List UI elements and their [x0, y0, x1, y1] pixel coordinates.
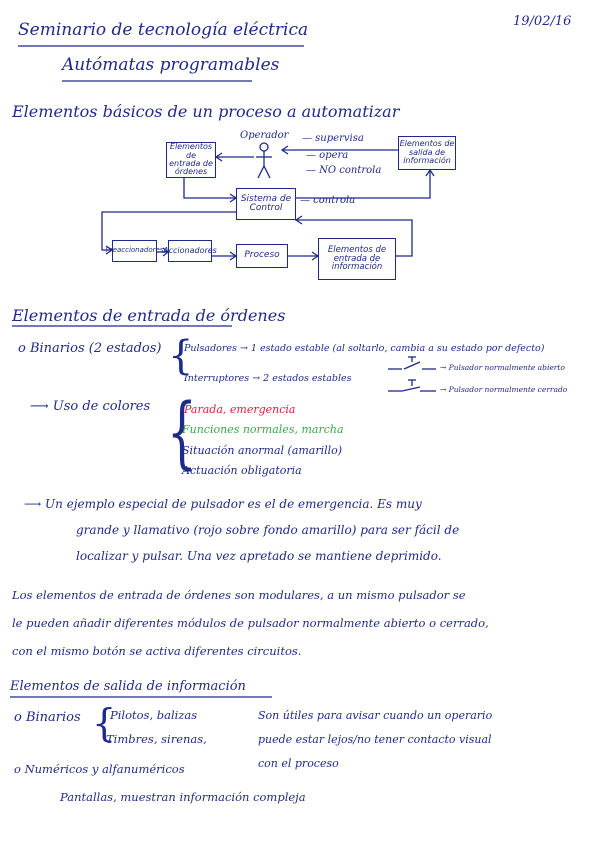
label-no-controla: — NO controla — [306, 165, 382, 176]
box-entrada-ordenes: Elementos de entrada de órdenes — [166, 142, 216, 178]
arrow-entrada-info-to-control — [296, 219, 413, 257]
color-item-green: Funciones normales, marcha — [182, 423, 344, 436]
arrowhead — [425, 168, 435, 177]
binarios-label: o Binarios (2 estados) — [18, 341, 162, 356]
operator-label: Operador — [240, 130, 289, 141]
label-opera: — opera — [306, 150, 349, 161]
emergency-line-1: ⟶ Un ejemplo especial de pulsador es el … — [24, 497, 422, 511]
operator-head — [259, 142, 269, 152]
box-accionadores: Accionadores — [163, 240, 217, 262]
legend-normally-closed: → Pulsador normalmente cerrado — [440, 385, 568, 394]
salida-binarios-label: o Binarios — [14, 710, 81, 725]
box-entrada-informacion-label: Elementos de entrada de información — [327, 244, 387, 273]
operator-leg-left — [257, 165, 265, 179]
salida-binarios-line-1: Pilotos, balizas — [110, 708, 198, 722]
numericos-label: o Numéricos y alfanuméricos — [14, 762, 185, 776]
no-switch-blade — [403, 361, 421, 370]
arrow-entrada-to-control — [183, 178, 236, 199]
salida-binarios-line-2: Timbres, sirenas, — [106, 732, 207, 746]
label-supervisa: — supervisa — [302, 133, 364, 144]
note-line-3: con el proceso — [258, 757, 339, 770]
arrow-control-to-salida — [296, 170, 431, 199]
box-sistema-control-label: Sistema de Control — [240, 193, 292, 213]
emergency-line-3: localizar y pulsar. Una vez apretado se … — [76, 549, 442, 563]
interruptores-text: Interruptores → 2 estados estables — [184, 373, 352, 384]
modular-line-3: con el mismo botón se activa diferentes … — [12, 644, 302, 658]
nc-switch-blade — [401, 386, 421, 392]
arrowhead — [214, 152, 223, 162]
color-item-yellow: Situación anormal (amarillo) — [182, 444, 343, 457]
numericos-line: Pantallas, muestran información compleja — [60, 790, 306, 804]
date: 19/02/16 — [513, 14, 572, 29]
box-salida-informacion-label: Elementos de salida de información — [399, 139, 455, 166]
note-line-2: puede estar lejos/no tener contacto visu… — [258, 733, 492, 746]
box-preaccionadores: Preaccionadores — [106, 240, 163, 262]
color-item-red: Parada, emergencia — [184, 403, 296, 416]
modular-line-2: le pueden añadir diferentes módulos de p… — [12, 616, 489, 630]
brace-binarios: { — [168, 333, 194, 379]
box-proceso-label: Proceso — [244, 250, 280, 261]
operator-leg-right — [263, 165, 271, 179]
box-salida-informacion: Elementos de salida de información — [398, 136, 456, 170]
box-entrada-informacion: Elementos de entrada de información — [318, 238, 396, 280]
colores-label: ⟶ Uso de colores — [30, 399, 151, 414]
brace-colores: { — [167, 388, 197, 478]
box-accionadores-label: Accionadores — [163, 245, 217, 255]
box-sistema-control: Sistema de Control — [236, 188, 296, 220]
label-controla: — controla — [300, 195, 356, 206]
modular-line-1: Los elementos de entrada de órdenes son … — [12, 588, 466, 602]
legend-normally-open: → Pulsador normalmente abierto — [440, 363, 565, 372]
emergency-line-2: grande y llamativo (rojo sobre fondo ama… — [76, 523, 460, 537]
section1-heading: Elementos básicos de un proceso a automa… — [12, 102, 400, 121]
box-preaccionadores-label: Preaccionadores — [105, 246, 164, 255]
brace-salida-binarios: { — [92, 701, 117, 745]
box-proceso: Proceso — [236, 244, 288, 268]
box-entrada-ordenes-label: Elementos de entrada de órdenes — [169, 142, 213, 177]
arrowhead — [280, 145, 289, 155]
arrow-control-to-preaccionadores — [101, 211, 236, 251]
title-line-2: Autómatas programables — [62, 55, 280, 75]
section3-heading: Elementos de salida de información — [10, 679, 246, 694]
arrowhead — [294, 215, 303, 225]
title-line-1: Seminario de tecnología eléctrica — [18, 20, 309, 40]
color-item-blue: Actuación obligatoria — [182, 464, 302, 477]
note-line-1: Son útiles para avisar cuando un operari… — [258, 709, 493, 722]
section2-heading: Elementos de entrada de órdenes — [12, 306, 286, 325]
pulsadores-text: Pulsadores → 1 estado estable (al soltar… — [184, 343, 545, 354]
